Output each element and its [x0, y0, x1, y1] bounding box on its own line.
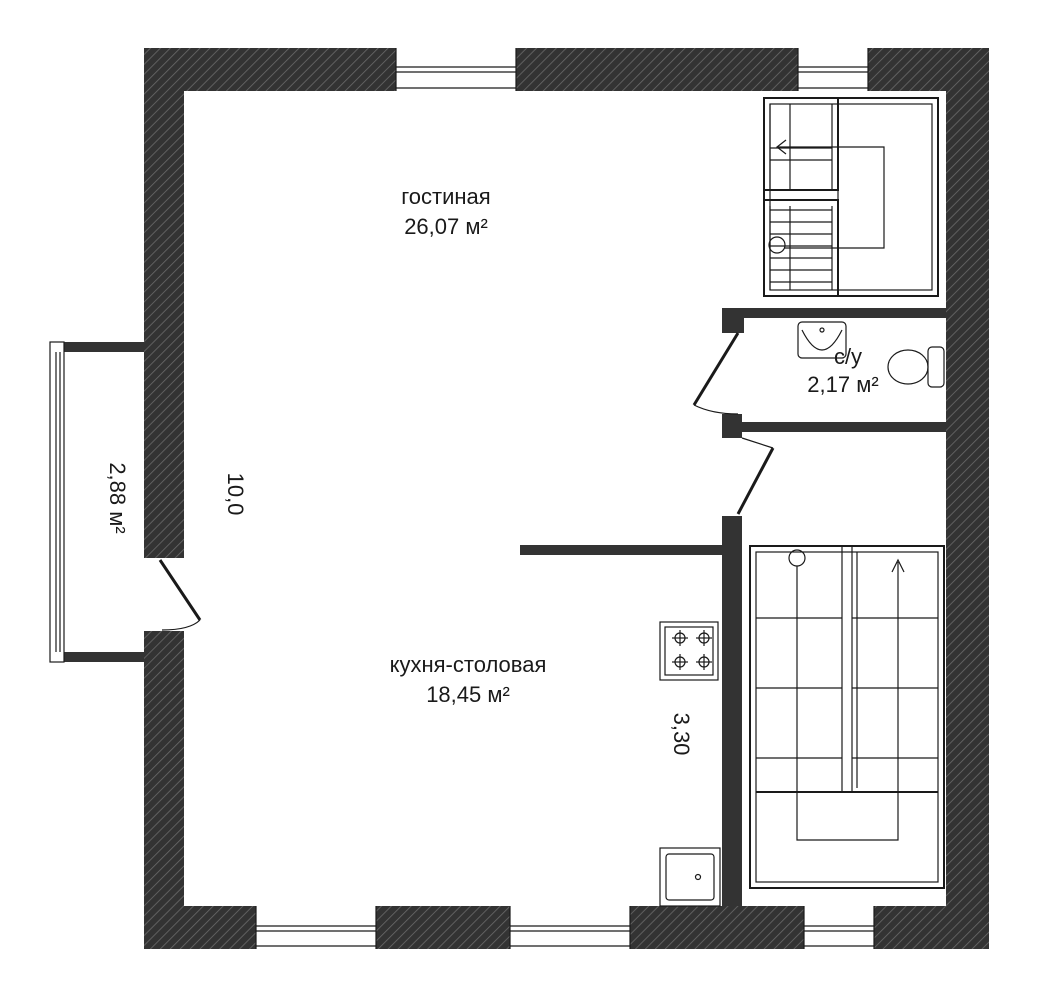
stove-icon	[659, 621, 719, 681]
interior-walls	[520, 308, 946, 906]
living-room-area: 26,07 м²	[404, 214, 488, 239]
window-top-2	[797, 48, 869, 91]
dimension-width: 3,30	[669, 713, 694, 756]
lower-staircase	[749, 545, 945, 889]
living-room-name: гостиная	[401, 184, 490, 209]
kitchen-area: 18,45 м²	[426, 682, 510, 707]
washbasin-icon	[797, 321, 847, 359]
balcony-door	[158, 559, 202, 631]
balcony-area: 2,88 м²	[105, 462, 130, 533]
window-bottom-2	[509, 906, 631, 949]
exterior-walls	[144, 48, 989, 949]
toilet-icon	[887, 346, 945, 388]
bathroom-name: с/у	[834, 344, 862, 369]
window-bottom-1	[255, 906, 377, 949]
upper-staircase	[763, 97, 939, 297]
dimension-length: 10,0	[223, 473, 248, 516]
bathroom-door	[692, 332, 740, 415]
balcony	[49, 341, 144, 663]
window-top-1	[395, 48, 517, 91]
kitchen-name: кухня-столовая	[390, 652, 547, 677]
kitchen-door	[736, 437, 775, 515]
bathroom-area: 2,17 м²	[807, 372, 878, 397]
sink-icon	[659, 847, 721, 907]
window-bottom-3	[803, 906, 875, 949]
wall-extensions	[946, 308, 989, 432]
